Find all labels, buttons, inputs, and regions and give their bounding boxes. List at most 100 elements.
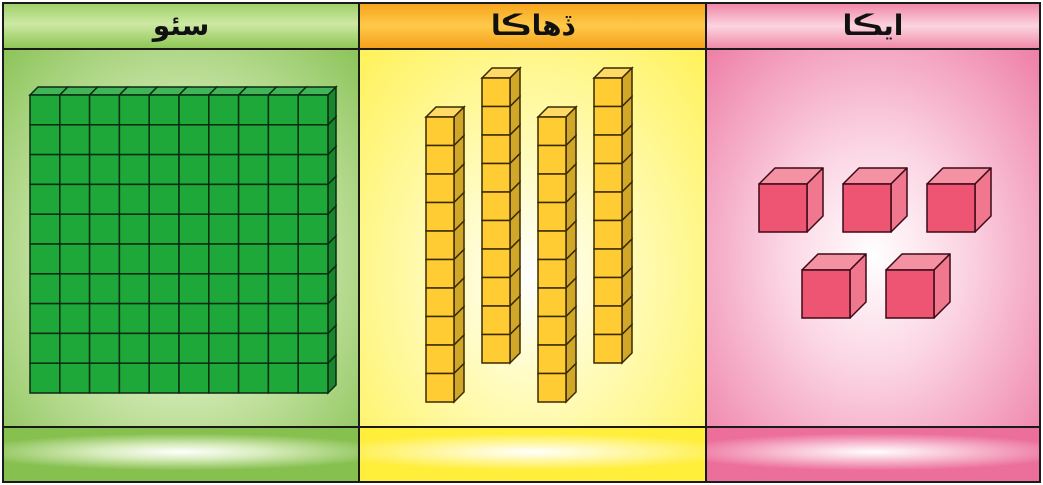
flat-unit-cell [119, 363, 149, 393]
flat-unit-cell [239, 214, 269, 244]
flat-unit-cell [179, 95, 209, 125]
rod-unit-cell [482, 335, 510, 364]
flat-unit-cell [298, 214, 328, 244]
cube-front-face [927, 184, 975, 232]
rod-unit-cell [594, 135, 622, 164]
flat-unit-cell [30, 304, 60, 334]
flat-unit-cell [30, 363, 60, 393]
flat-unit-cell [30, 244, 60, 274]
flat-unit-cell [30, 274, 60, 304]
flat-unit-cell [149, 95, 179, 125]
rod-unit-cell [594, 192, 622, 221]
flat-unit-cell [239, 304, 269, 334]
hundreds-header: سئو [4, 4, 358, 50]
flat-unit-cell [298, 244, 328, 274]
tens-label: ڏهاڪا [491, 12, 574, 40]
unit-cube [843, 168, 907, 232]
flat-unit-cell [90, 363, 120, 393]
flat-unit-cell [60, 184, 90, 214]
flat-unit-cell [209, 155, 239, 185]
flat-unit-cell [209, 274, 239, 304]
flat-unit-cell [268, 95, 298, 125]
flat-unit-cell [268, 184, 298, 214]
hundreds-label: سئو [153, 12, 210, 40]
rod-unit-cell [538, 203, 566, 232]
ten-rod [594, 68, 632, 363]
rod-unit-cell [538, 260, 566, 289]
flat-unit-cell [90, 214, 120, 244]
flat-unit-cell [119, 125, 149, 155]
flat-unit-cell [268, 244, 298, 274]
flat-unit-cell [90, 125, 120, 155]
rod-unit-cell [426, 174, 454, 203]
flat-unit-cell [149, 155, 179, 185]
flat-unit-cell [298, 155, 328, 185]
flat-unit-cell [268, 274, 298, 304]
hundred-flat-block [4, 50, 354, 426]
flat-unit-cell [209, 214, 239, 244]
flat-unit-cell [119, 304, 149, 334]
rod-unit-cell [426, 260, 454, 289]
flat-unit-cell [90, 95, 120, 125]
unit-cubes-group [707, 50, 1039, 426]
flat-unit-cell [30, 333, 60, 363]
rod-unit-cell [538, 231, 566, 260]
ten-rod [426, 107, 464, 402]
flat-unit-cell [179, 304, 209, 334]
flat-unit-cell [239, 125, 269, 155]
flat-unit-cell [149, 184, 179, 214]
flat-unit-cell [179, 363, 209, 393]
flat-unit-cell [268, 304, 298, 334]
flat-unit-cell [60, 304, 90, 334]
flat-unit-cell [298, 304, 328, 334]
rod-unit-cell [538, 345, 566, 374]
rod-unit-cell [482, 107, 510, 136]
rod-unit-cell [482, 249, 510, 278]
flat-unit-cell [239, 184, 269, 214]
flat-unit-cell [90, 333, 120, 363]
flat-unit-cell [119, 274, 149, 304]
flat-unit-cell [149, 214, 179, 244]
unit-cube [886, 254, 950, 318]
flat-unit-cell [268, 214, 298, 244]
rod-unit-cell [482, 135, 510, 164]
rod-unit-cell [482, 221, 510, 250]
flat-unit-cell [209, 304, 239, 334]
rod-unit-cell [538, 174, 566, 203]
rod-unit-cell [538, 146, 566, 175]
flat-unit-cell [149, 274, 179, 304]
tens-body [360, 50, 705, 428]
flat-unit-cell [298, 363, 328, 393]
flat-unit-cell [119, 244, 149, 274]
flat-unit-cell [60, 274, 90, 304]
flat-unit-cell [298, 333, 328, 363]
flat-unit-cell [179, 244, 209, 274]
rod-unit-cell [594, 107, 622, 136]
flat-unit-cell [30, 184, 60, 214]
rod-unit-cell [482, 192, 510, 221]
flat-unit-cell [298, 95, 328, 125]
flat-unit-cell [90, 155, 120, 185]
rod-unit-cell [594, 78, 622, 107]
flat-unit-cell [209, 125, 239, 155]
ones-body [707, 50, 1039, 428]
flat-unit-cell [298, 125, 328, 155]
flat-unit-cell [268, 333, 298, 363]
flat-unit-cell [239, 363, 269, 393]
flat-unit-cell [209, 184, 239, 214]
flat-unit-cell [60, 125, 90, 155]
flat-unit-cell [119, 95, 149, 125]
hundreds-column: سئو [4, 4, 358, 481]
ones-label: ايڪا [843, 12, 904, 40]
rod-unit-cell [594, 306, 622, 335]
rod-unit-cell [594, 335, 622, 364]
rod-unit-cell [594, 249, 622, 278]
rod-unit-cell [594, 278, 622, 307]
ten-rod [538, 107, 576, 402]
rod-unit-cell [482, 164, 510, 193]
flat-unit-cell [268, 363, 298, 393]
unit-cube [759, 168, 823, 232]
flat-unit-cell [268, 155, 298, 185]
rod-unit-cell [538, 317, 566, 346]
